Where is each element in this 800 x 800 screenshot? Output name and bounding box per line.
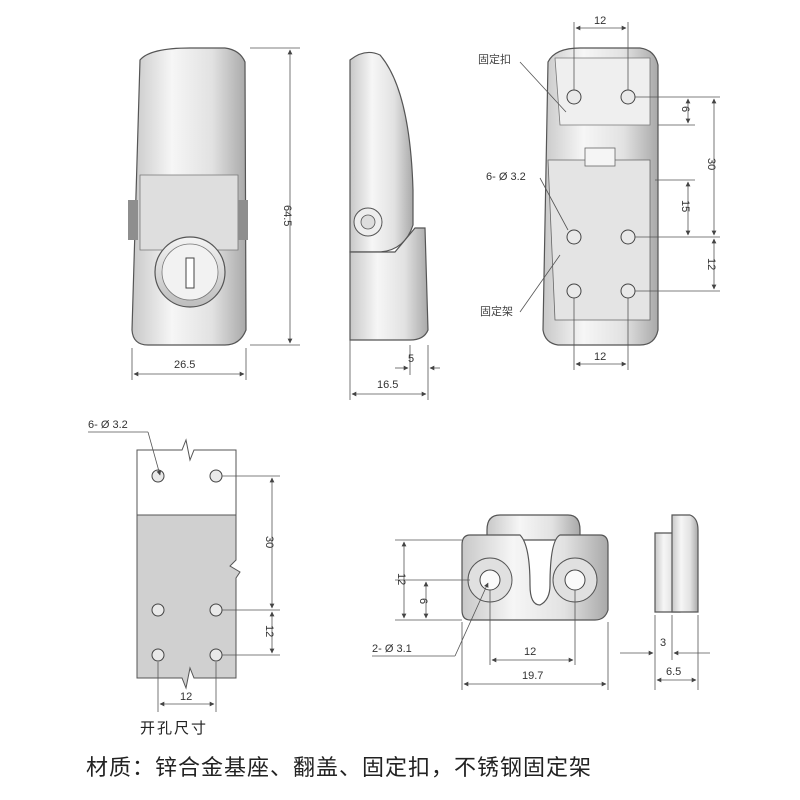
- material-caption: 材质：锌合金基座、翻盖、固定扣，不锈钢固定架: [86, 756, 593, 781]
- cutout-title: 开孔尺寸: [140, 719, 209, 737]
- back-view: 12 6 30 15 12 12 固定扣 6- Ø 3.2 固定架: [478, 15, 720, 370]
- cutout-span-dim: 30: [263, 536, 275, 548]
- back-upper-gap-dim: 6: [679, 106, 691, 112]
- front-view: 64.5 26.5: [128, 47, 300, 380]
- cutout-width-dim: 12: [180, 691, 192, 703]
- cutout-drawing: 6- Ø 3.2 30 12 12: [88, 419, 280, 712]
- back-span-dim: 30: [705, 158, 717, 170]
- clip-part-drawing: 12 6 2- Ø 3.1 12 19.7 3 6.5: [372, 514, 710, 690]
- side-view: 5 16.5: [349, 51, 440, 400]
- back-bottom-width-dim: 12: [594, 351, 606, 363]
- keyhole-icon: [185, 257, 195, 289]
- clip-holes-label: 2- Ø 3.1: [372, 643, 412, 655]
- cutout-holes-label: 6- Ø 3.2: [88, 419, 128, 431]
- clip-height-dim: 12: [395, 573, 407, 585]
- clip-pitch-dim: 12: [524, 646, 536, 658]
- label-bracket: 固定架: [480, 304, 513, 318]
- back-lower-dim: 12: [705, 258, 717, 270]
- side-tab-dim: 5: [408, 353, 414, 365]
- clip-width-dim: 19.7: [522, 670, 543, 682]
- label-clip: 固定扣: [478, 52, 511, 66]
- label-holes: 6- Ø 3.2: [486, 171, 526, 183]
- clip-side-width-dim: 6.5: [666, 666, 681, 678]
- clip-side-thick-dim: 3: [660, 637, 666, 649]
- front-width-dim: 26.5: [174, 359, 195, 371]
- back-top-width-dim: 12: [594, 15, 606, 27]
- front-height-dim: 64.5: [281, 205, 293, 226]
- clip-inner-dim: 6: [417, 598, 429, 604]
- back-mid-dim: 15: [679, 200, 691, 212]
- side-width-dim: 16.5: [377, 379, 398, 391]
- cutout-lower-dim: 12: [263, 625, 275, 637]
